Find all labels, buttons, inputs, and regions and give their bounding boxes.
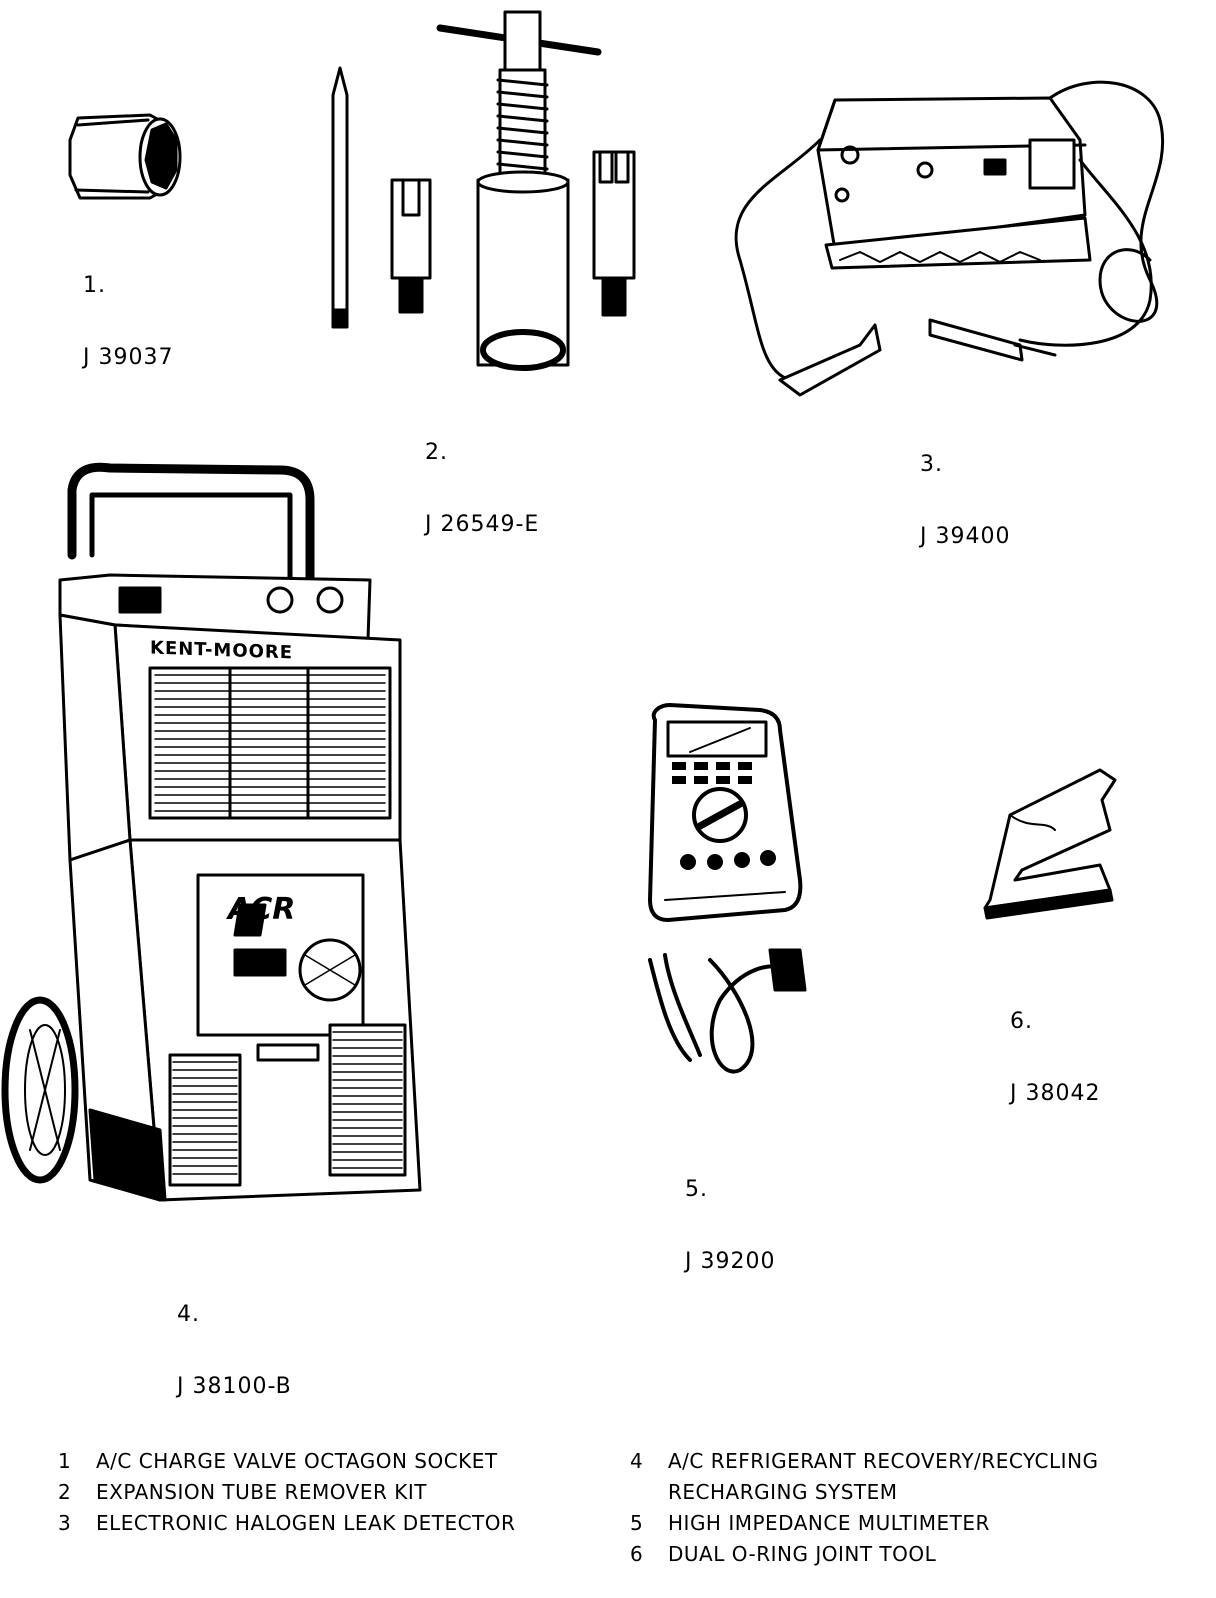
legend-number: 5 bbox=[630, 1511, 644, 1535]
legend-number: 1 bbox=[58, 1449, 72, 1473]
tool-label-3: 3. J 39400 bbox=[920, 405, 1010, 573]
legend-number: 2 bbox=[58, 1480, 72, 1504]
multimeter-illustration bbox=[648, 703, 807, 1074]
tool-number: 1. bbox=[83, 273, 106, 298]
tool-part-number: J 26549-E bbox=[425, 512, 540, 537]
legend-item: 2 EXPANSION TUBE REMOVER KIT bbox=[58, 1477, 515, 1508]
tool-part-number: J 39200 bbox=[685, 1249, 776, 1274]
tool-part-number: J 38100-B bbox=[177, 1374, 292, 1399]
legend-item: 5 HIGH IMPEDANCE MULTIMETER bbox=[630, 1508, 1099, 1539]
legend-item: 3 ELECTRONIC HALOGEN LEAK DETECTOR bbox=[58, 1508, 515, 1539]
recovery-recycling-station-illustration bbox=[1, 462, 422, 1202]
expansion-tube-remover-kit-illustration bbox=[331, 10, 636, 371]
legend-left: 1 A/C CHARGE VALVE OCTAGON SOCKET 2 EXPA… bbox=[58, 1446, 515, 1539]
legend-text: ELECTRONIC HALOGEN LEAK DETECTOR bbox=[96, 1511, 516, 1535]
tool-number: 3. bbox=[920, 452, 943, 477]
tool-number: 4. bbox=[177, 1302, 200, 1327]
tool-label-1: 1. J 39037 bbox=[83, 226, 173, 394]
legend-text: A/C REFRIGERANT RECOVERY/RECYCLING bbox=[668, 1449, 1099, 1473]
tool-number: 6. bbox=[1010, 1009, 1033, 1034]
tool-number: 2. bbox=[425, 440, 448, 465]
legend-text-continuation: RECHARGING SYSTEM bbox=[668, 1480, 898, 1504]
legend-text: A/C CHARGE VALVE OCTAGON SOCKET bbox=[96, 1449, 498, 1473]
legend-text: DUAL O-RING JOINT TOOL bbox=[668, 1542, 937, 1566]
legend-number: 4 bbox=[630, 1449, 644, 1473]
tool-label-2: 2. J 26549-E bbox=[425, 393, 539, 561]
acr-logo: ACR bbox=[228, 892, 296, 927]
legend-item: 6 DUAL O-RING JOINT TOOL bbox=[630, 1539, 1099, 1570]
tool-part-number: J 39400 bbox=[920, 524, 1011, 549]
legend-item: 4 A/C REFRIGERANT RECOVERY/RECYCLING bbox=[630, 1446, 1099, 1477]
tool-label-5: 5. J 39200 bbox=[685, 1130, 775, 1298]
tool-part-number: J 38042 bbox=[1010, 1081, 1101, 1106]
legend-item: 1 A/C CHARGE VALVE OCTAGON SOCKET bbox=[58, 1446, 515, 1477]
leak-detector-illustration bbox=[734, 80, 1165, 397]
tool-part-number: J 39037 bbox=[83, 345, 174, 370]
tool-number: 5. bbox=[685, 1177, 708, 1202]
tool-label-6: 6. J 38042 bbox=[1010, 962, 1100, 1130]
legend-text: EXPANSION TUBE REMOVER KIT bbox=[96, 1480, 427, 1504]
octagon-socket-illustration bbox=[68, 113, 182, 200]
tool-label-4: 4. J 38100-B bbox=[177, 1255, 292, 1423]
legend-text: HIGH IMPEDANCE MULTIMETER bbox=[668, 1511, 990, 1535]
legend-right: 4 A/C REFRIGERANT RECOVERY/RECYCLING REC… bbox=[630, 1446, 1099, 1570]
legend-number: 6 bbox=[630, 1542, 644, 1566]
legend-number: 3 bbox=[58, 1511, 72, 1535]
o-ring-tool-illustration bbox=[983, 768, 1117, 920]
